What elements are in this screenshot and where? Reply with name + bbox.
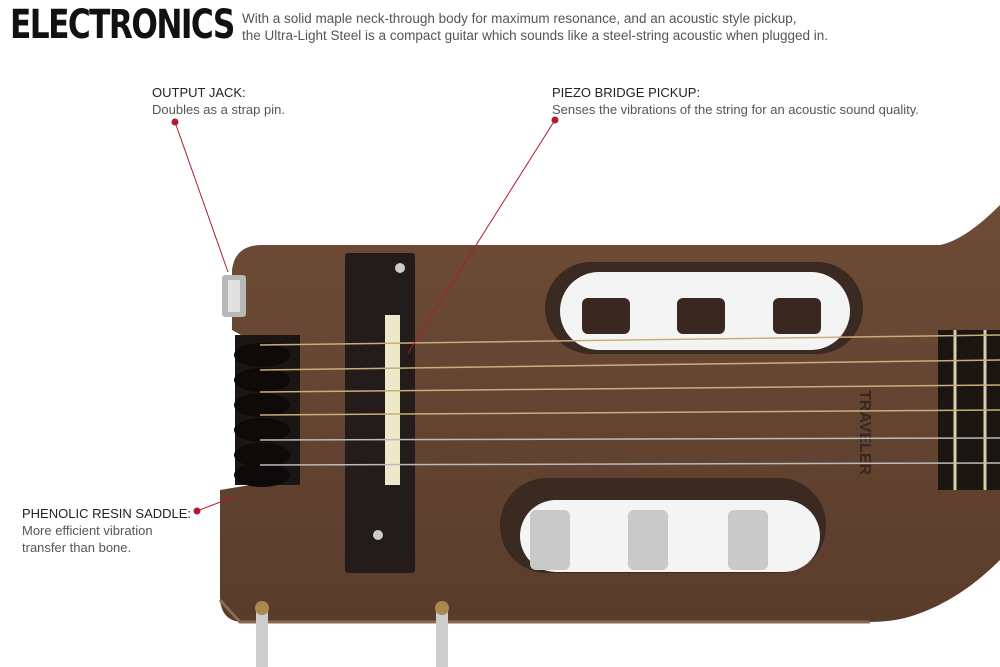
upper-cutout bbox=[545, 262, 863, 354]
bridge bbox=[345, 253, 415, 573]
stand-legs bbox=[255, 601, 449, 667]
callout-piezo-bridge: PIEZO BRIDGE PICKUP: Senses the vibratio… bbox=[552, 85, 919, 117]
strings bbox=[259, 334, 1000, 466]
callout-saddle: PHENOLIC RESIN SADDLE: More efficient vi… bbox=[22, 506, 192, 555]
output-jack bbox=[222, 275, 246, 317]
callout-output-jack: OUTPUT JACK: Doubles as a strap pin. bbox=[152, 85, 285, 117]
intro-text: With a solid maple neck-through body for… bbox=[242, 11, 829, 43]
saddle bbox=[385, 315, 400, 485]
tuning-pegs bbox=[234, 335, 300, 487]
lower-cutout bbox=[500, 478, 826, 573]
page-title: ELECTRONICS bbox=[10, 2, 235, 48]
callout-lines bbox=[171, 116, 559, 515]
